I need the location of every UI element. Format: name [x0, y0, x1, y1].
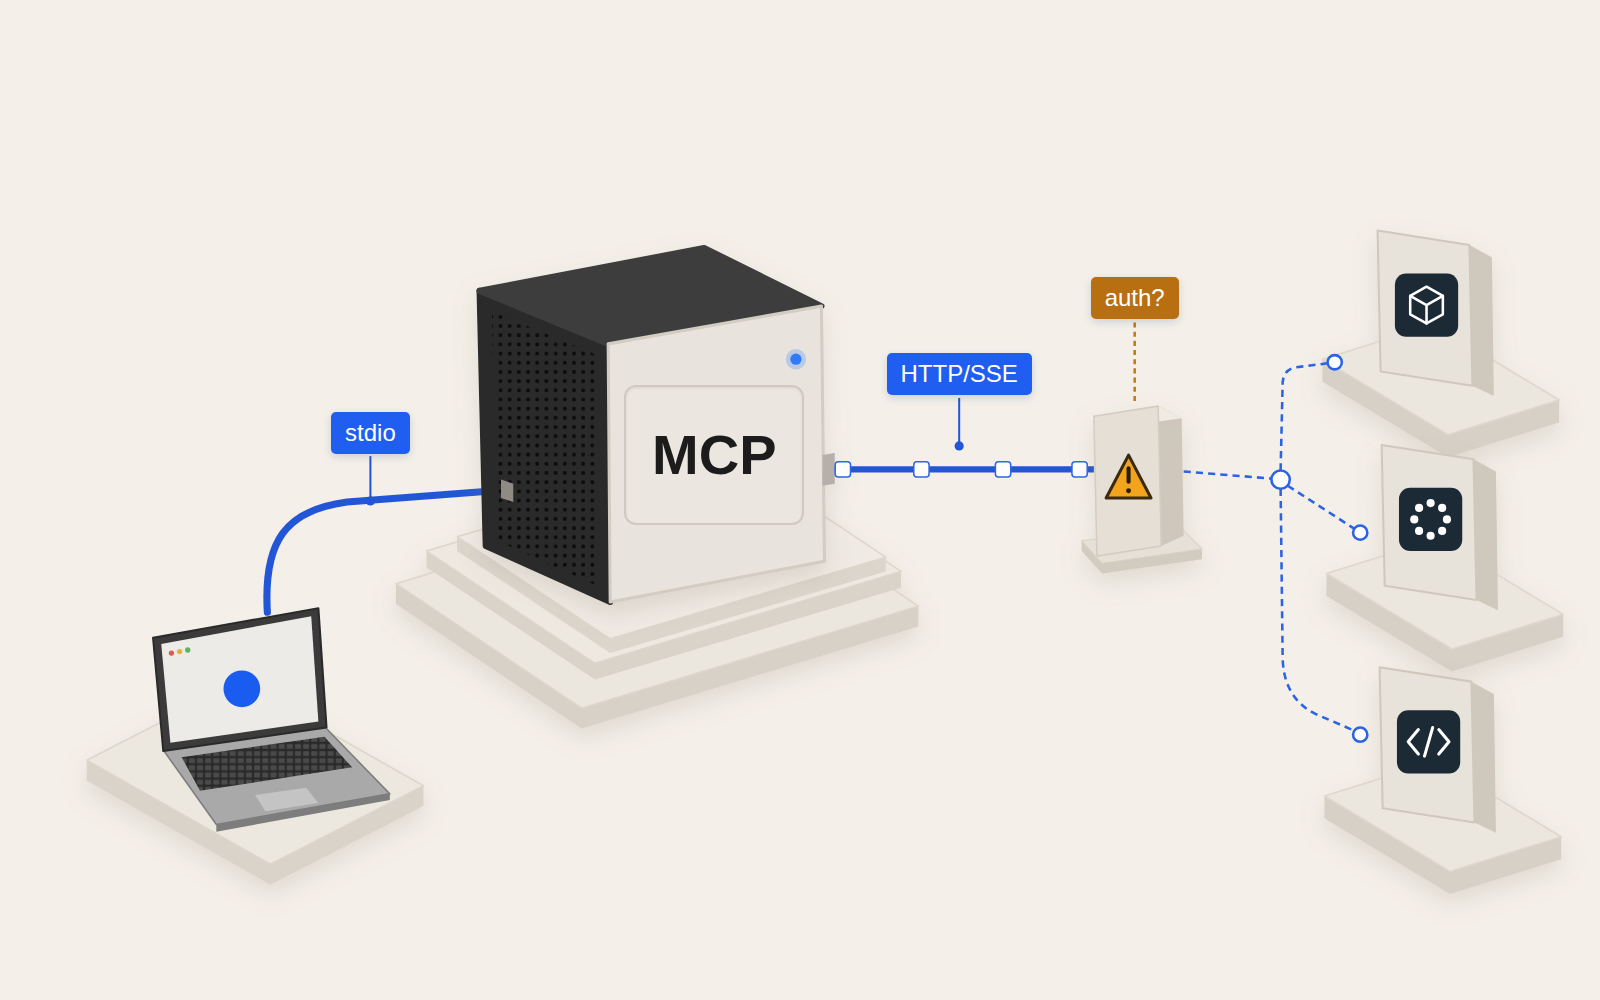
node-text: auth? [1105, 284, 1165, 312]
tool-tile [1322, 231, 1559, 458]
http-wire [995, 462, 1010, 477]
http-wire [835, 462, 850, 477]
tool-tile [1322, 231, 1559, 458]
leader-dot [366, 496, 375, 505]
server-box [608, 306, 824, 602]
link-joint [1353, 728, 1367, 742]
dots-icon [1410, 499, 1451, 540]
server-box [501, 480, 513, 502]
dots-icon [1415, 504, 1423, 512]
code-icon [1439, 730, 1449, 754]
cube-icon [1410, 287, 1443, 324]
auth-gate [1158, 406, 1184, 546]
dashed-link [1281, 489, 1354, 731]
node-text: HTTP/SSE [901, 360, 1018, 388]
server-box [492, 311, 599, 587]
tool-tile [1327, 445, 1564, 672]
server-box [480, 248, 835, 602]
leader-line [369, 456, 371, 498]
server-panel: MCP [624, 385, 804, 525]
dots-icon [1427, 532, 1435, 540]
warning-symbol [1127, 466, 1131, 483]
leader-dot [955, 441, 964, 450]
laptop [161, 616, 318, 743]
transport-tag: stdio [331, 412, 410, 454]
status-led [790, 354, 801, 365]
code-icon [1408, 728, 1449, 757]
code-icon [1424, 728, 1432, 757]
cube-icon [1410, 287, 1443, 324]
tool-tile [1324, 667, 1561, 894]
dashed-link [1281, 363, 1328, 470]
leader-line [958, 398, 960, 443]
dashed-link [1184, 363, 1354, 730]
tool-tile [1327, 445, 1564, 672]
laptop [169, 650, 174, 655]
dots-icon [1410, 515, 1418, 523]
laptop [255, 788, 318, 811]
cube-icon [1410, 296, 1443, 324]
server-box [822, 453, 834, 486]
dots-icon [1427, 499, 1435, 507]
laptop [153, 608, 390, 831]
http-wire [835, 462, 1094, 477]
tool-tile [1324, 667, 1561, 894]
code-icon [1408, 730, 1418, 754]
status-led-glow [786, 349, 806, 369]
http-wire [835, 466, 1094, 472]
dots-icon [1438, 504, 1446, 512]
stdio-cable [267, 490, 508, 612]
transport-tag: HTTP/SSE [887, 353, 1032, 395]
auth-tag: auth? [1091, 277, 1179, 319]
warning-symbol [1106, 455, 1151, 498]
dashed-link [1184, 471, 1272, 478]
link-joint [1271, 355, 1367, 742]
dots-icon [1438, 527, 1446, 535]
warning-symbol [1106, 455, 1151, 498]
auth-leader [1133, 322, 1136, 404]
laptop [223, 670, 260, 707]
dashed-link [1288, 486, 1354, 529]
node-text: MCP [652, 423, 776, 487]
laptop [177, 649, 182, 654]
laptop [153, 608, 326, 751]
warning-symbol [1126, 488, 1131, 493]
auth-gate [1094, 406, 1161, 556]
auth-gate [1082, 406, 1202, 573]
http-wire [1072, 462, 1087, 477]
node-text: stdio [345, 419, 396, 447]
laptop [185, 647, 190, 652]
dots-icon [1443, 515, 1451, 523]
dots-icon [1415, 527, 1423, 535]
link-joint [1353, 526, 1367, 540]
link-joint [1271, 470, 1289, 488]
link-joint [1328, 355, 1342, 369]
http-wire [914, 462, 929, 477]
